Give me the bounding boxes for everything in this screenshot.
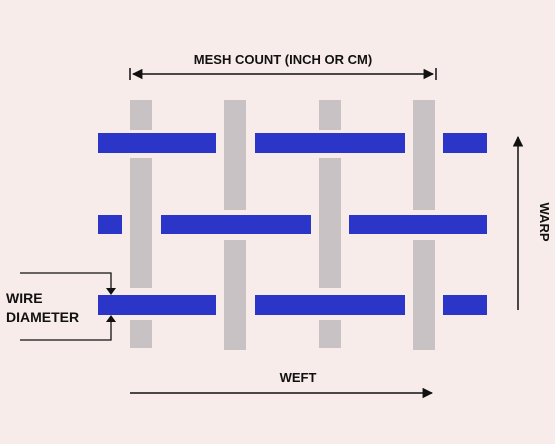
warp-wire-3 (319, 100, 341, 348)
weft-label: WEFT (280, 370, 317, 385)
warp-wire-4 (413, 100, 435, 350)
wire-label: WIRE (6, 290, 43, 306)
weft-wire-1 (98, 133, 487, 153)
warp-wire-2 (224, 100, 246, 350)
mesh-count-dimension: MESH COUNT (INCH OR CM) (129, 52, 437, 80)
weft-wire-3 (98, 295, 487, 315)
wire-diameter-callout: WIRE DIAMETER (2, 272, 116, 341)
weft-direction: WEFT (130, 370, 434, 399)
mesh-count-label: MESH COUNT (INCH OR CM) (194, 52, 372, 67)
diameter-label: DIAMETER (6, 309, 79, 325)
warp-direction: WARP (512, 135, 552, 310)
warp-wire-1 (130, 100, 152, 348)
weft-wire-2 (98, 215, 487, 234)
warp-label: WARP (537, 203, 552, 242)
